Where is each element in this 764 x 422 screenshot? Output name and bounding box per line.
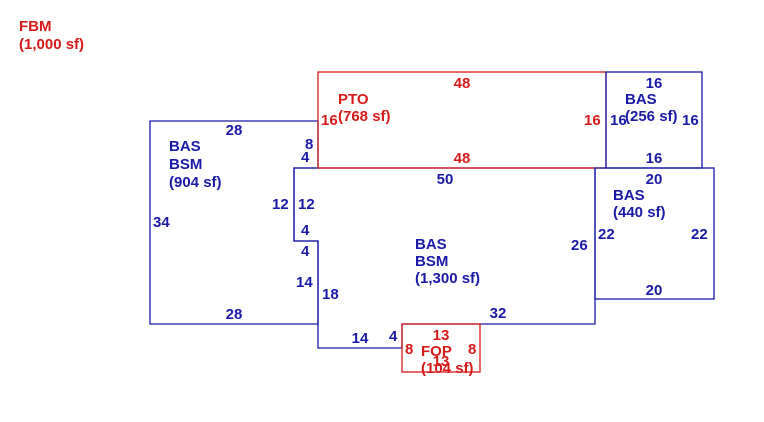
dim-step-12-right: 12	[298, 196, 315, 213]
left-bas-label: BAS	[169, 138, 201, 155]
bas-440-label: BAS	[613, 187, 645, 204]
dim-bas440-right: 22	[691, 226, 708, 243]
dim-bas440-left: 22	[598, 226, 615, 243]
dim-notch-bottom: 14	[352, 330, 369, 347]
dim-fop-right: 8	[468, 341, 476, 358]
dim-bas440-bottom: 20	[646, 282, 663, 299]
fbm-label: FBM	[19, 18, 52, 35]
dim-fop-top: 13	[433, 327, 450, 344]
dim-fop-bottom: 13	[433, 353, 450, 370]
center-bas-label: BAS	[415, 236, 447, 253]
dim-notch-side: 4	[389, 328, 398, 345]
dim-left-bottom: 28	[226, 306, 243, 323]
dim-left-top: 28	[226, 122, 243, 139]
dim-bas440-top: 20	[646, 171, 663, 188]
bas-256-area: (256 sf)	[625, 108, 678, 125]
dim-bas256-right: 16	[682, 112, 699, 129]
fop-outline	[401, 323, 481, 373]
dim-center-top: 50	[437, 171, 454, 188]
dim-step-12-left: 12	[272, 196, 289, 213]
left-bsm-label: BSM	[169, 156, 202, 173]
pto-label: PTO	[338, 91, 369, 108]
dim-step-14-vert: 14	[296, 274, 313, 291]
dim-bas256-bottom: 16	[646, 150, 663, 167]
bas-440-outline	[594, 167, 715, 300]
dim-center-left: 18	[322, 286, 339, 303]
fop-area: (104 sf)	[421, 360, 474, 377]
dim-step-4-low: 4	[301, 243, 310, 260]
dim-fop-left: 8	[405, 341, 413, 358]
dim-pto-bottom: 48	[454, 150, 471, 167]
pto-area: (768 sf)	[338, 108, 391, 125]
center-bsm-label: BSM	[415, 253, 448, 270]
dim-bas256-top: 16	[646, 75, 663, 92]
dim-bas256-left: 16	[610, 112, 627, 129]
dim-center-bottom: 32	[490, 305, 507, 322]
fop-label: FOP	[421, 343, 452, 360]
dim-left-side: 34	[153, 214, 170, 231]
dim-pto-top: 48	[454, 75, 471, 92]
dim-step-4-top: 4	[301, 149, 310, 166]
dim-left-right-upper: 8	[305, 136, 313, 153]
left-area-label: (904 sf)	[169, 174, 222, 191]
fbm-area: (1,000 sf)	[19, 36, 84, 53]
dim-step-4-mid: 4	[301, 222, 310, 239]
bas-256-label: BAS	[625, 91, 657, 108]
dim-pto-left: 16	[321, 112, 338, 129]
bas-440-area: (440 sf)	[613, 204, 666, 221]
center-area-label: (1,300 sf)	[415, 270, 480, 287]
dim-center-right: 26	[571, 237, 588, 254]
dim-pto-right: 16	[584, 112, 601, 129]
